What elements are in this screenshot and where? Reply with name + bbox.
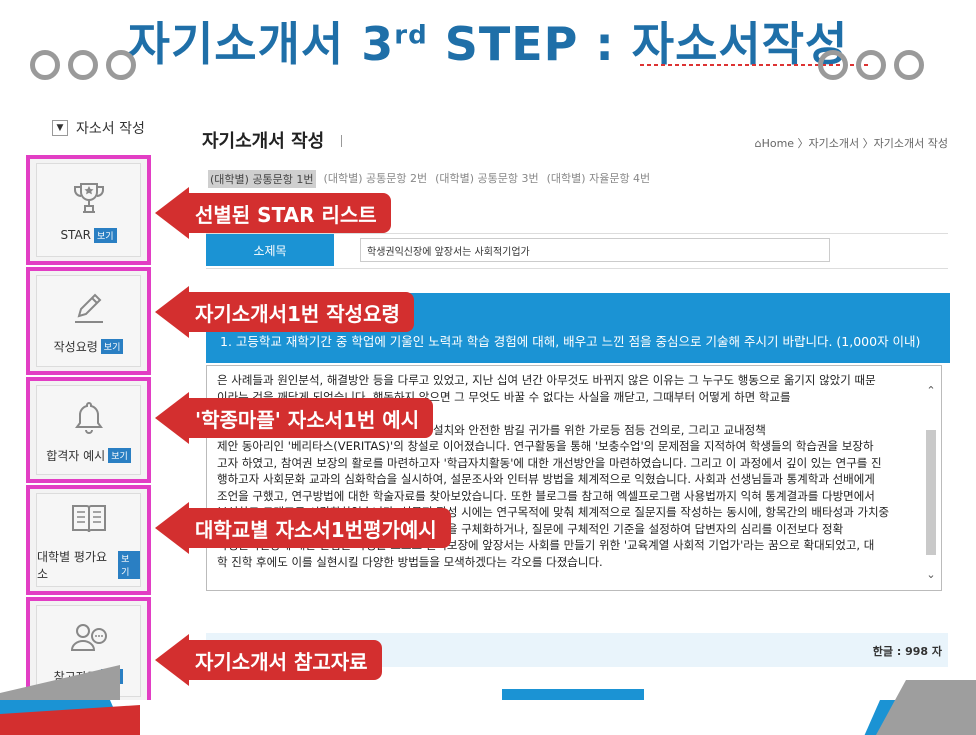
slide-title-prefix: 자기소개서 3 (127, 17, 395, 71)
decor-circles-right (818, 50, 924, 80)
sidebar-item-label: STAR (60, 228, 91, 242)
sidebar-item-label: 대학별 평가요소 (37, 550, 108, 581)
sidebar-item-label: 합격자 예시 (46, 448, 106, 463)
callout-reference: 자기소개서 참고자료 (155, 634, 382, 686)
subject-label: 소제목 (206, 234, 334, 266)
callout-text: '학종마플' 자소서1번 예시 (189, 398, 434, 438)
arrow-left-icon (155, 187, 189, 239)
tab-question-4[interactable]: (대학별) 자율문항 4번 (546, 172, 651, 185)
callout-star-list: 선별된 STAR 리스트 (155, 187, 391, 239)
book-icon (71, 505, 106, 533)
view-badge[interactable]: 보기 (100, 338, 124, 354)
slide-title: 자기소개서 3rd STEP : 자소서작성 (0, 8, 976, 74)
breadcrumb-text: Home 〉자기소개서 〉자기소개서 작성 (761, 137, 948, 150)
decor-circle (818, 50, 848, 80)
question-tabs: (대학별) 공통문항 1번 (대학별) 공통문항 2번 (대학별) 공통문항 3… (208, 170, 650, 188)
sidebar-item-label: 작성요령 (53, 339, 98, 354)
essay-line: 고자 하였고, 참여권 보장의 활로를 마련하고자 '학급자치활동'에 대한 개… (217, 455, 882, 470)
subject-row: 소제목 학생권익신장에 앞장서는 사회적기업가 (206, 233, 948, 269)
essay-line: 학 진학 후에도 이를 실현시킬 다양한 방법들을 모색하겠다는 각오를 다졌습… (217, 554, 603, 569)
tab-question-1[interactable]: (대학별) 공통문항 1번 (208, 170, 316, 188)
breadcrumb: ⌂Home 〉자기소개서 〉자기소개서 작성 (755, 135, 948, 151)
person-chat-icon (70, 623, 107, 651)
bell-icon (74, 401, 103, 434)
tab-question-3[interactable]: (대학별) 공통문항 3번 (435, 172, 539, 185)
trophy-icon (73, 182, 104, 213)
decor-circle (30, 50, 60, 80)
callout-text: 대학교별 자소서1번평가예시 (189, 508, 451, 548)
subject-input[interactable]: 학생권익신장에 앞장서는 사회적기업가 (360, 238, 830, 262)
view-badge[interactable]: 보기 (108, 447, 131, 463)
pencil-icon (74, 293, 103, 323)
callout-example: '학종마플' 자소서1번 예시 (155, 392, 434, 444)
slide-title-suffix: STEP : 자소서작성 (427, 17, 849, 71)
question-text: 1. 고등학교 재학기간 중 학업에 기울인 노력과 학습 경험에 대해, 배우… (220, 334, 921, 349)
slide-title-sup: rd (394, 20, 428, 51)
decor-circles-left (30, 50, 136, 80)
essay-scrollbar[interactable]: ⌃ ⌄ (923, 370, 939, 586)
page-title: 자기소개서 작성 (202, 131, 325, 152)
decor-circle (894, 50, 924, 80)
decor-circle (856, 50, 886, 80)
callout-text: 자기소개서 참고자료 (189, 640, 382, 680)
callout-text: 선별된 STAR 리스트 (189, 193, 391, 233)
view-badge[interactable]: 보기 (94, 227, 117, 243)
callout-text: 자기소개서1번 작성요령 (189, 292, 414, 332)
home-icon: ⌂ (754, 137, 762, 150)
chevron-up-icon[interactable]: ⌃ (926, 384, 936, 397)
sidebar-item-evaluation[interactable]: 대학별 평가요소 보기 (26, 485, 151, 595)
chevron-down-icon[interactable]: ⌄ (926, 568, 936, 581)
title-divider (341, 135, 342, 147)
callout-writing-guide: 자기소개서1번 작성요령 (155, 286, 414, 338)
spellcheck-underline (640, 64, 870, 66)
section-collapse-toggle[interactable]: ▼ 자소서 작성 (52, 118, 145, 138)
essay-line: 행하고자 사회문화 교과의 심화학습을 실시하여, 설문조사와 인터뷰 방법을 … (217, 472, 875, 486)
decor-circle (68, 50, 98, 80)
essay-line: 은 사례들과 원인분석, 해결방안 등을 다루고 있었고, 지난 십여 년간 아… (217, 373, 876, 387)
scroll-thumb[interactable] (926, 430, 936, 555)
essay-line: 조언을 구했고, 연구방법에 대한 학술자료를 찾아보았습니다. 또한 블로그를… (217, 488, 875, 503)
view-badge[interactable]: 보기 (118, 551, 140, 579)
arrow-left-icon (155, 634, 189, 686)
decor-circle (106, 50, 136, 80)
arrow-left-icon (155, 502, 189, 554)
char-count: 한글 : 998 자 (872, 645, 942, 658)
decor-stripe (110, 700, 880, 735)
essay-line: 제안 동아리인 '베리타스(VERITAS)'의 창설로 이어졌습니다. 연구활… (217, 439, 874, 453)
tab-question-2[interactable]: (대학별) 공통문항 2번 (323, 172, 428, 185)
arrow-left-icon (155, 286, 189, 338)
callout-evaluation: 대학교별 자소서1번평가예시 (155, 502, 451, 554)
chevron-down-icon: ▼ (52, 120, 68, 136)
arrow-left-icon (155, 392, 189, 444)
section-collapse-label: 자소서 작성 (76, 121, 145, 137)
